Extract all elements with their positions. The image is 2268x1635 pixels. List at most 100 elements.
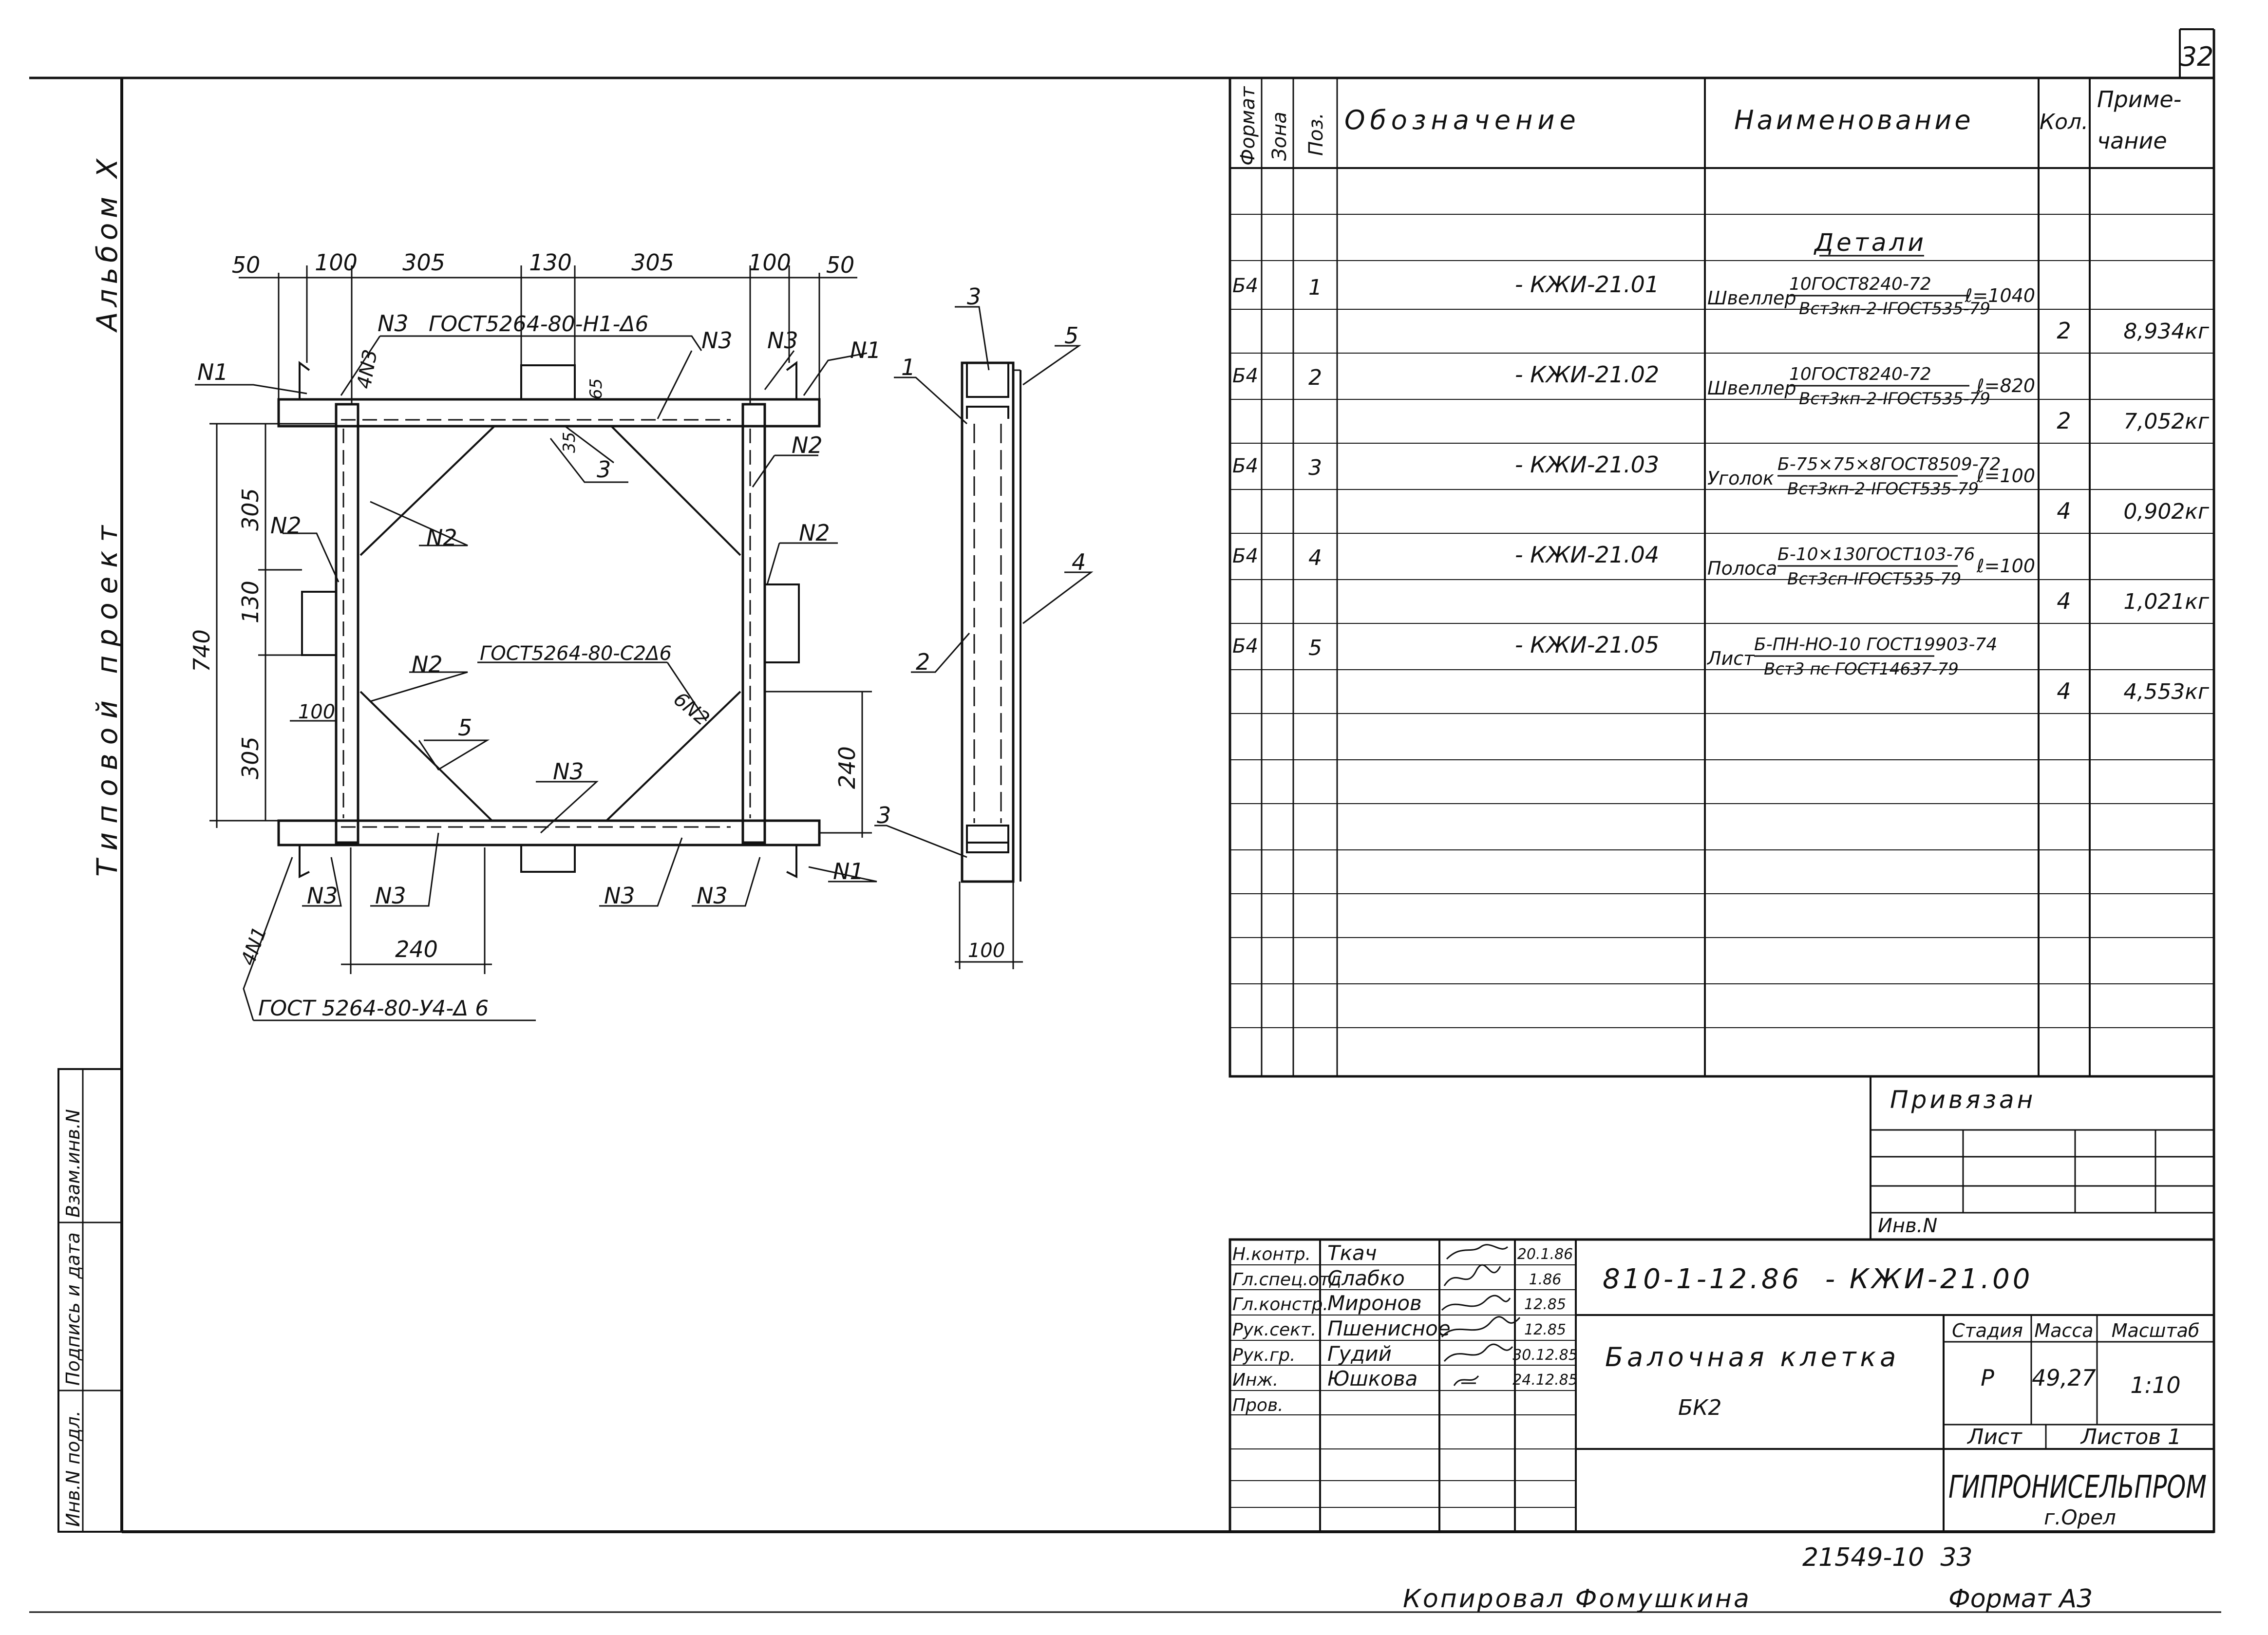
drawing-title: Балочная клетка [1605,1342,1900,1372]
dim-top-100-left: 100 [315,249,358,276]
callout-n3-bottom-4: N3 [697,883,728,909]
stage-label: Стадия [1952,1320,2023,1341]
archive-number: 21549-10 33 [1802,1543,1973,1572]
dim-right-240: 240 [834,746,860,789]
dim-inner-65: 65 [586,378,606,399]
callout-leaders [195,335,877,1021]
scale-label: Масштаб [2112,1320,2200,1341]
side-pos3-bottom: 3 [877,802,891,828]
mass-value: 49,27 [2032,1365,2096,1391]
paper-format: Формат А3 [1948,1584,2093,1614]
row-name-top: 10ГОСТ8240-72 [1789,364,1931,384]
stage-value: Р [1981,1365,1994,1391]
row-name-bottom: Вст3кп-2-IГОСТ535-79 [1787,479,1979,499]
dim-top-130: 130 [529,249,572,276]
header-pos: Поз. [1305,113,1327,156]
row-designation: - КЖИ-21.04 [1515,542,1659,568]
callout-n3-top-left: N3 [378,310,409,337]
signature-role: Рук.сект. [1232,1320,1316,1340]
row-length: ℓ=1040 [1965,285,2035,306]
sheet-label: Лист [1966,1425,2022,1449]
copied-by: Копировал Фомушкина [1403,1584,1751,1614]
row-note: 0,902кг [2123,499,2210,524]
dim-top-50-left: 50 [232,252,261,278]
org-name: ГИПРОНИСЕЛЬПРОМ [1948,1469,2207,1505]
header-format: Формат [1237,86,1259,166]
signature-name: Юшкова [1327,1367,1418,1391]
callout-pos5: 5 [458,714,472,741]
signature-role: Инж. [1232,1370,1278,1390]
row-pos: 2 [1308,365,1322,390]
row-qty: 4 [2057,498,2071,524]
signature-name: Ткач [1327,1241,1377,1265]
top-dimensions [239,265,857,404]
weld-note-top: ГОСТ5264-80-Н1-Δ6 [429,312,649,337]
callout-n3-top-right: N3 [767,327,798,354]
signature-role: Гл.констр. [1232,1295,1328,1315]
signature-role: Пров. [1232,1395,1284,1415]
signature-name: Пшенисное [1327,1316,1451,1340]
side-pos3-top: 3 [967,283,981,310]
signature-date: 12.85 [1524,1321,1566,1338]
row-length: ℓ=820 [1976,375,2035,396]
signature-role: Гл.спец.отд [1232,1270,1342,1290]
title-block-grid [1228,1238,2215,1533]
side-view-leaders [874,306,1094,858]
right-dimensions [765,691,872,838]
scale-value: 1:10 [2130,1372,2180,1398]
dim-left-305-top: 305 [237,488,264,531]
weld-note-mid: ГОСТ5264-80-С2Δ6 [480,642,672,665]
sheet-number: 32 [2180,41,2214,72]
binding-inv: Инв.N [1878,1215,1937,1237]
row-pos: 5 [1308,636,1322,660]
row-length: ℓ=100 [1976,555,2035,577]
callout-n3-bottom-left: N3 [307,883,338,909]
handwritten-signatures [1441,1244,1521,1386]
row-note: 8,934кг [2123,319,2210,344]
signature-date: 12.85 [1524,1296,1566,1313]
callout-n1-top-right: N1 [850,337,881,363]
row-format: Б4 [1232,275,1258,297]
row-pos: 4 [1308,545,1322,570]
row-name-bottom: Вст3 пс ГОСТ14637-79 [1764,659,1959,679]
dim-top-305-right: 305 [631,249,674,276]
signature-row: Пров. [1232,1395,1284,1415]
section-details: Детали [1814,228,1927,257]
row-name-top: 10ГОСТ8240-72 [1789,274,1931,294]
album-label: Альбом X [91,154,124,333]
left-dimensions [209,423,336,828]
callout-4n3: 4N3 [353,348,382,391]
callout-n1-bottom: N1 [833,858,864,884]
callout-n3-mid: N3 [553,758,584,785]
row-format: Б4 [1232,635,1258,658]
sheets-label: Листов 1 [2080,1425,2181,1449]
side-pos5: 5 [1064,322,1078,349]
signature-date: 1.86 [1529,1271,1562,1288]
header-qty: Кол. [2040,110,2088,134]
row-name-bottom: Вст3кп-2-IГОСТ535-79 [1799,299,1990,319]
row-name-prefix: Лист [1706,648,1755,669]
row-name-bottom: Вст3кп-2-IГОСТ535-79 [1799,389,1990,409]
spec-table-grid [1228,76,2215,1078]
side-pos4: 4 [1072,549,1086,575]
row-name-top: Б-ПН-НО-10 ГОСТ19903-74 [1754,635,1997,655]
row-pos: 1 [1308,275,1322,300]
header-note-1: Приме- [2097,86,2181,113]
beam-side-view [955,361,1023,969]
dim-left-740: 740 [189,629,215,672]
dim-top-50-right: 50 [826,252,855,278]
callout-n3-bottom-3: N3 [604,883,635,909]
header-name: Наименование [1734,105,1974,135]
callout-n2-top-right: N2 [792,432,823,458]
row-qty: 4 [2057,678,2071,704]
dim-top-100-right: 100 [748,249,791,276]
signature-role: Рук.гр. [1232,1345,1295,1365]
callout-pos3-top: 3 [597,456,611,483]
stamp-sign-label: Подпись и дата [62,1232,84,1386]
signature-date: 30.12.85 [1512,1347,1578,1364]
row-name-bottom: Вст3сп-IГОСТ535-79 [1787,569,1961,589]
